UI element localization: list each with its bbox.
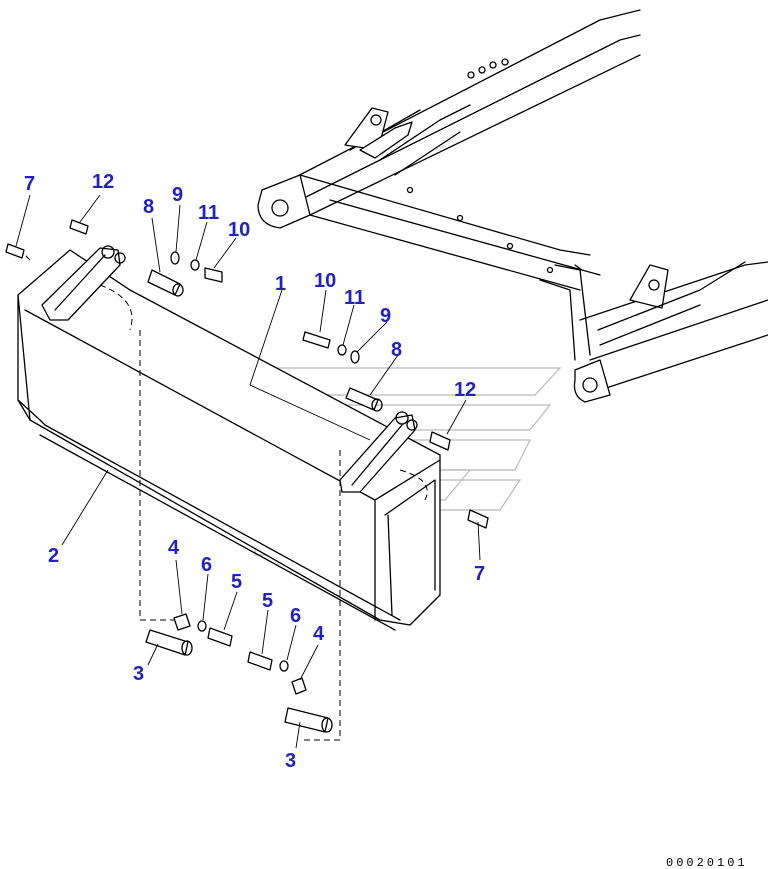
callout-8-left: 8 — [143, 196, 154, 218]
callout-labels: 7 12 8 9 11 10 1 10 11 9 8 12 7 2 4 6 5 … — [24, 171, 485, 772]
callout-11-right: 11 — [344, 287, 365, 309]
callout-2: 2 — [48, 545, 59, 567]
document-number: 00020101 — [666, 856, 748, 869]
callout-6-left: 6 — [201, 554, 212, 576]
callout-5-left: 5 — [231, 571, 242, 593]
leader-lines — [15, 194, 481, 749]
callout-10-right: 10 — [314, 270, 336, 292]
right-hinge-bracket — [339, 411, 418, 493]
callout-11-left: 11 — [198, 202, 219, 224]
callout-3-right: 3 — [285, 750, 296, 772]
machine-frame — [257, 9, 768, 403]
callout-4-left: 4 — [168, 537, 180, 559]
hardware-parts — [5, 219, 489, 733]
callout-10-left: 10 — [228, 219, 250, 241]
callout-4-right: 4 — [313, 623, 325, 645]
callout-7-right: 7 — [474, 563, 485, 585]
callout-9-left: 9 — [172, 184, 183, 206]
callout-7-left: 7 — [24, 173, 35, 195]
callout-12-right: 12 — [454, 379, 476, 401]
callout-12-left: 12 — [92, 171, 114, 193]
left-hinge-bracket — [41, 245, 126, 321]
callout-3-left: 3 — [133, 663, 144, 685]
callout-6-right: 6 — [290, 605, 301, 627]
callout-5-right: 5 — [262, 590, 273, 612]
callout-9-right: 9 — [380, 305, 391, 327]
callout-1: 1 — [275, 273, 286, 295]
callout-8-right: 8 — [391, 339, 402, 361]
